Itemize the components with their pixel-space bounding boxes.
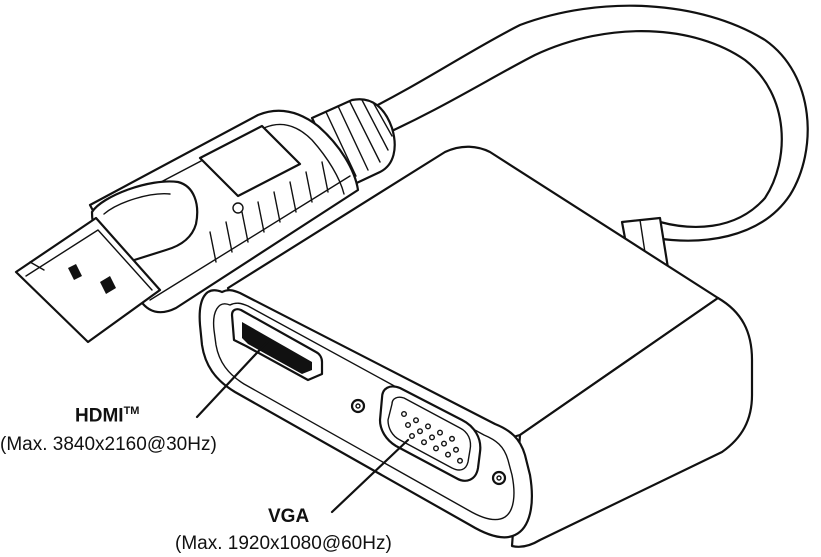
vga-pin [413, 417, 420, 424]
vga-pin [425, 423, 432, 430]
vga-pin [437, 429, 444, 436]
vga-pin [441, 440, 448, 447]
vga-port-icon [350, 385, 507, 486]
vga-pin [421, 439, 428, 446]
vga-pin [453, 446, 460, 453]
hdmi-label: HDMITM [75, 405, 140, 427]
vga-pin [405, 422, 412, 429]
vga-pin [445, 451, 452, 458]
vga-spec: (Max. 1920x1080@60Hz) [175, 533, 392, 554]
vga-pin [401, 411, 408, 418]
vga-pin [417, 428, 424, 435]
vga-leader-line [330, 438, 410, 514]
vga-pin [429, 434, 436, 441]
adapter-body [198, 145, 754, 548]
vga-label: VGA [268, 506, 310, 527]
hdmi-spec: (Max. 3840x2160@30Hz) [0, 434, 217, 455]
vga-pin [433, 445, 440, 452]
hdmi-leader-line [195, 339, 270, 419]
vga-pin [457, 457, 464, 464]
hdmi-port-icon [230, 308, 324, 382]
vga-pin [449, 435, 456, 442]
vga-pin [409, 433, 416, 440]
displayport-connector-icon [14, 98, 396, 344]
